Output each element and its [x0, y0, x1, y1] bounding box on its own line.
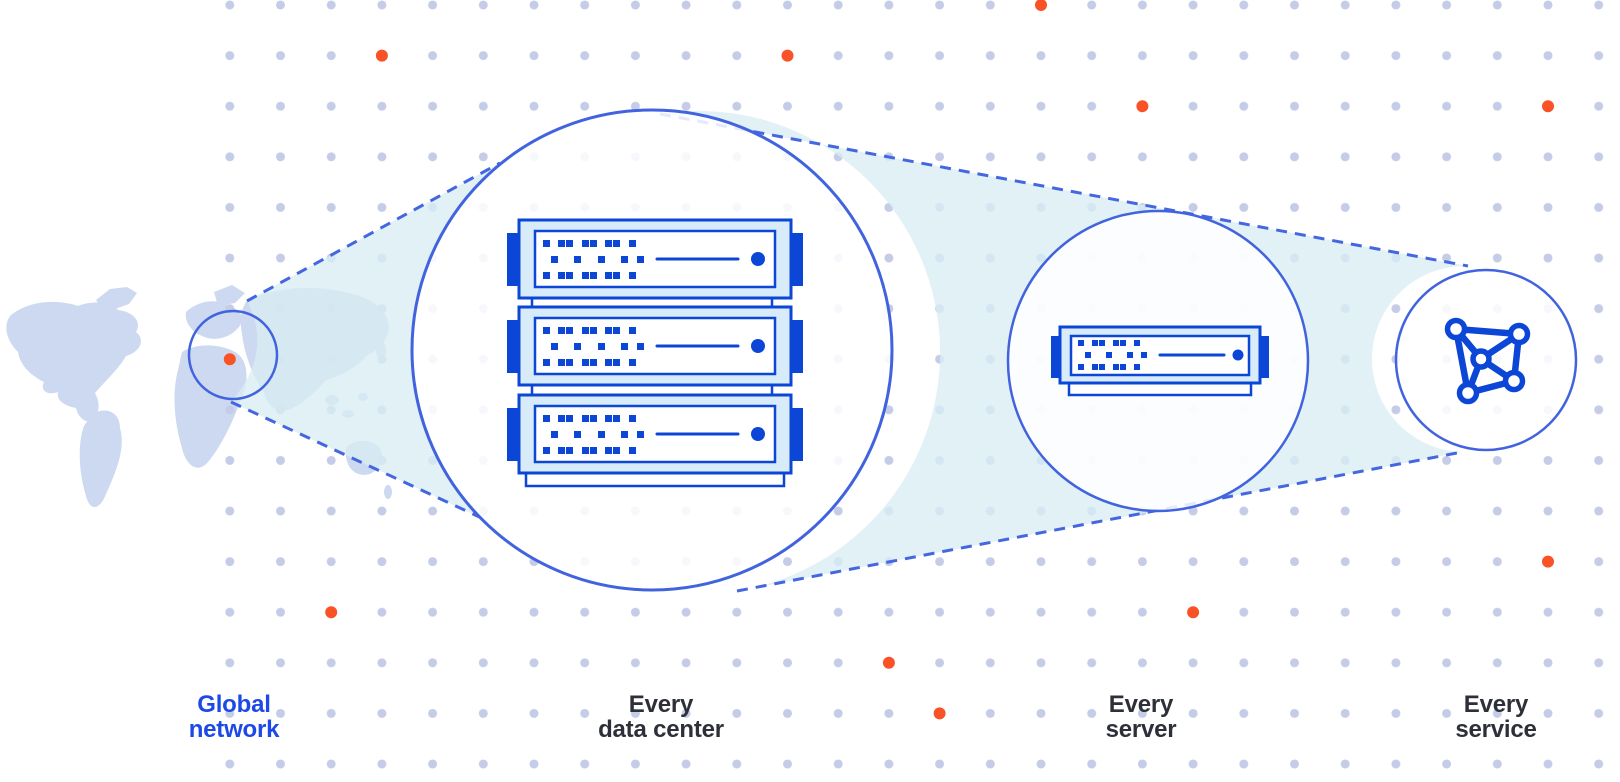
label-global-network: Global network — [189, 692, 280, 742]
server-unit — [505, 218, 805, 300]
orange-accent-dots — [325, 0, 1554, 720]
dashed-line-upper-right — [659, 112, 1469, 268]
zoom-dashed-lines — [230, 112, 1469, 593]
label-line: service — [1455, 716, 1537, 743]
label-line: data center — [598, 716, 724, 743]
accent-dot — [933, 707, 946, 720]
label-every-server: Every server — [1106, 692, 1177, 742]
label-line: network — [188, 716, 280, 743]
network-graph-icon — [1444, 317, 1531, 405]
server-unit — [505, 393, 805, 475]
label-line: Every — [628, 691, 694, 718]
dashed-line-lower-left — [230, 400, 487, 522]
label-every-data-center: Every data center — [598, 692, 724, 742]
accent-dot — [882, 656, 895, 669]
label-line: server — [1105, 716, 1177, 743]
accent-dot — [781, 49, 794, 62]
data-center-circle — [410, 108, 894, 592]
dashed-line-lower-right — [736, 450, 1463, 593]
label-every-service: Every service — [1455, 691, 1537, 743]
dashed-line-upper-left — [246, 161, 501, 303]
service-circle — [1394, 268, 1578, 452]
server-unit — [505, 305, 805, 387]
accent-dot — [1035, 0, 1047, 11]
server-icon — [1051, 325, 1269, 397]
accent-dot — [1136, 100, 1149, 113]
label-line: Every — [1463, 691, 1529, 718]
server-circle — [1006, 209, 1310, 513]
accent-dot — [1542, 555, 1554, 568]
map-highlight-circle — [187, 309, 279, 401]
accent-dot — [375, 49, 388, 62]
accent-dot — [1542, 100, 1554, 113]
label-line: Every — [1108, 691, 1174, 718]
accent-dot — [325, 606, 338, 619]
label-line: Global — [197, 691, 271, 718]
server-stack-icon — [505, 218, 805, 488]
map-location-dot — [223, 353, 236, 366]
accent-dot — [1187, 606, 1200, 619]
